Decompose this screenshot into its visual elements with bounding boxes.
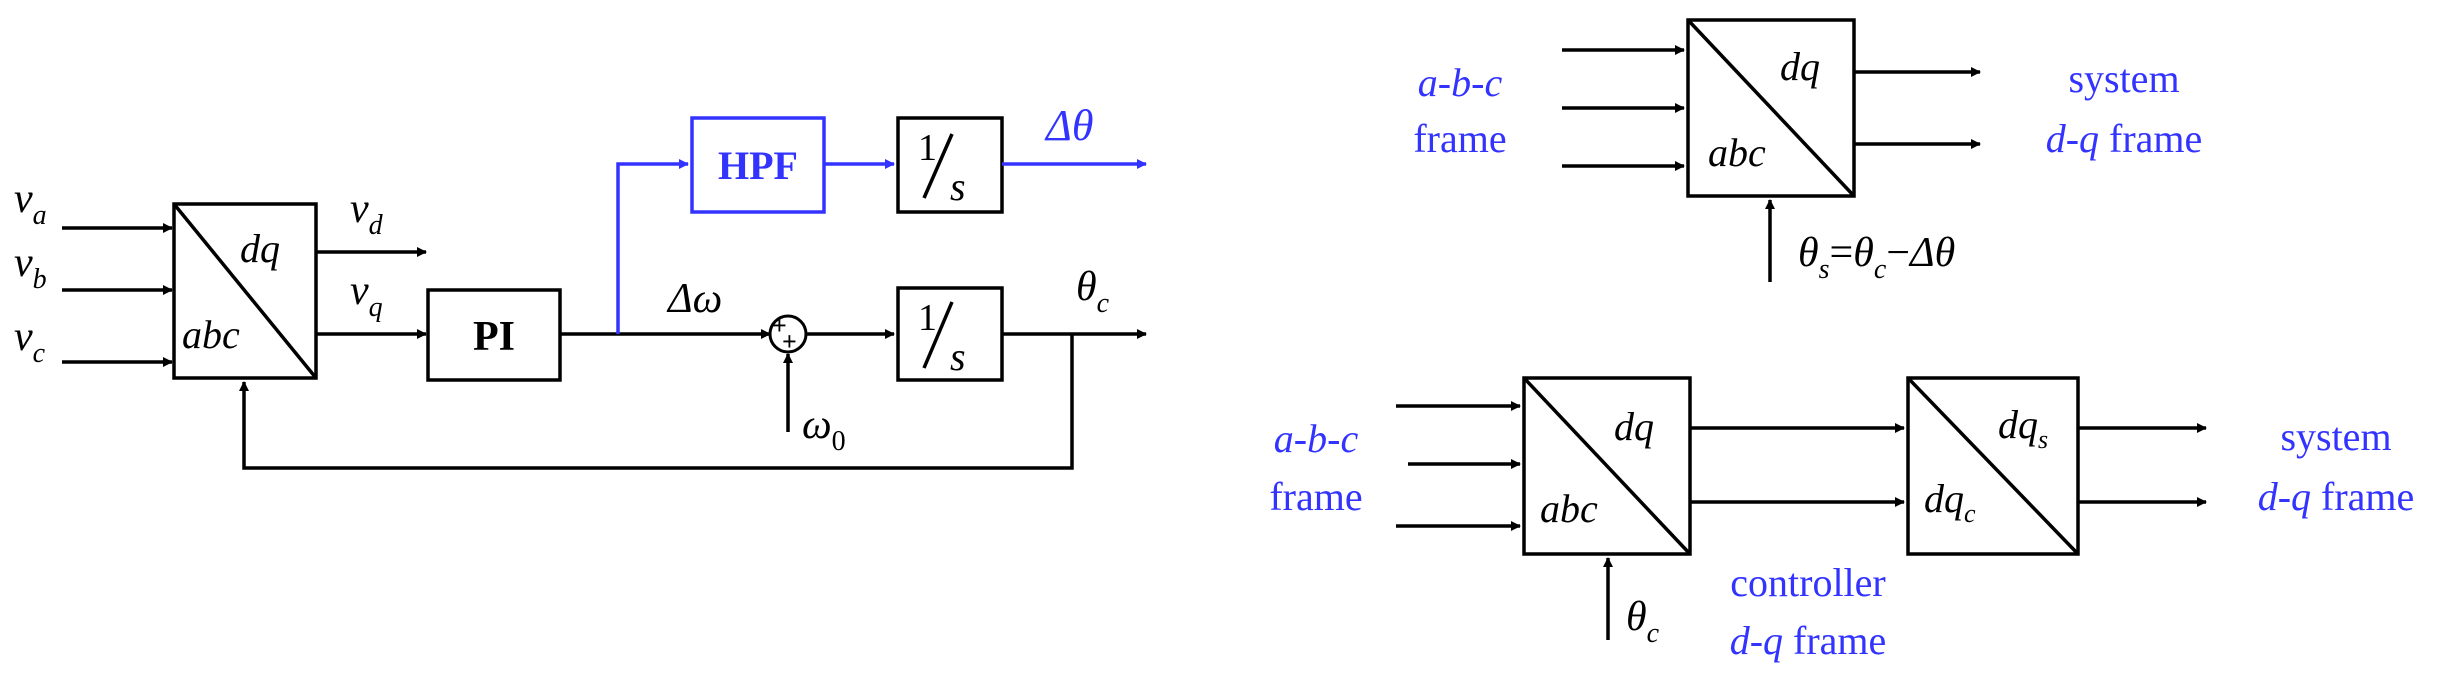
br-mid-label-line1: controller <box>1730 560 1886 605</box>
theta-feedback-line <box>239 334 1074 470</box>
integrator-bottom-num: 1 <box>918 297 937 339</box>
tr-output-label-line1: system <box>2068 56 2179 101</box>
br-transform-2-dqs: dqs <box>1998 402 2048 454</box>
tr-output-label-line2: d-q frame <box>2046 116 2203 161</box>
br-output-label-line1: system <box>2280 414 2391 459</box>
tr-input-label-line2: frame <box>1413 116 1506 161</box>
label-omega0: ω0 <box>802 402 846 457</box>
label-theta-c: θc <box>1076 264 1110 319</box>
label-delta-theta: Δθ <box>1044 101 1093 150</box>
br-transform-1-diagonal <box>1522 376 1692 556</box>
label-vb: vb <box>14 240 47 295</box>
br-transform-1-dq: dq <box>1614 404 1654 449</box>
tr-angle-label: θs=θc−Δθ <box>1798 230 1955 285</box>
br-mid-label-line2: d-q frame <box>1730 618 1887 663</box>
sum-plus-bottom: + <box>782 327 797 356</box>
pll-diagram: va vb vc dq abc vd vq PI Δω HPF 1 s Δθ + <box>14 101 1147 470</box>
br-transform-2-diagonal <box>1906 376 2080 556</box>
tr-transform-diagonal <box>1686 18 1856 198</box>
br-input-label-line1: a-b-c <box>1274 416 1359 461</box>
sum-plus-left: + <box>772 311 787 340</box>
integrator-top-den: s <box>950 164 966 209</box>
label-vc: vc <box>14 314 46 369</box>
integrator-top-slash <box>922 133 954 199</box>
tr-transform-abc: abc <box>1708 130 1766 175</box>
tr-transform-dq: dq <box>1780 44 1820 89</box>
label-va: va <box>14 176 47 231</box>
br-output-label-line2: d-q frame <box>2258 474 2415 519</box>
label-vq: vq <box>350 268 383 323</box>
br-angle-label: θc <box>1626 594 1660 649</box>
transform-diagonal <box>172 202 318 380</box>
label-delta-omega: Δω <box>666 276 722 322</box>
br-transform-2-dqc: dqc <box>1924 476 1976 528</box>
br-transform-1-abc: abc <box>1540 486 1598 531</box>
tr-input-label-line1: a-b-c <box>1418 60 1503 105</box>
pi-label: PI <box>473 314 515 360</box>
label-vd: vd <box>350 186 384 241</box>
transform-dq-label: dq <box>240 226 280 271</box>
integrator-top-num: 1 <box>918 127 937 169</box>
integrator-block-top <box>896 116 1004 214</box>
hpf-branch-line <box>616 159 689 334</box>
transform-abc-label: abc <box>182 312 240 357</box>
system-frame-diagram: a-b-c frame dq abc system d-q frame θs=θ… <box>1413 18 2203 285</box>
controller-frame-diagram: a-b-c frame dq abc dqs dqc system d-q fr… <box>1269 376 2415 663</box>
integrator-bottom-den: s <box>950 334 966 379</box>
integrator-bottom-slash <box>922 301 954 369</box>
br-input-label-line2: frame <box>1269 474 1362 519</box>
hpf-label: HPF <box>718 143 798 188</box>
